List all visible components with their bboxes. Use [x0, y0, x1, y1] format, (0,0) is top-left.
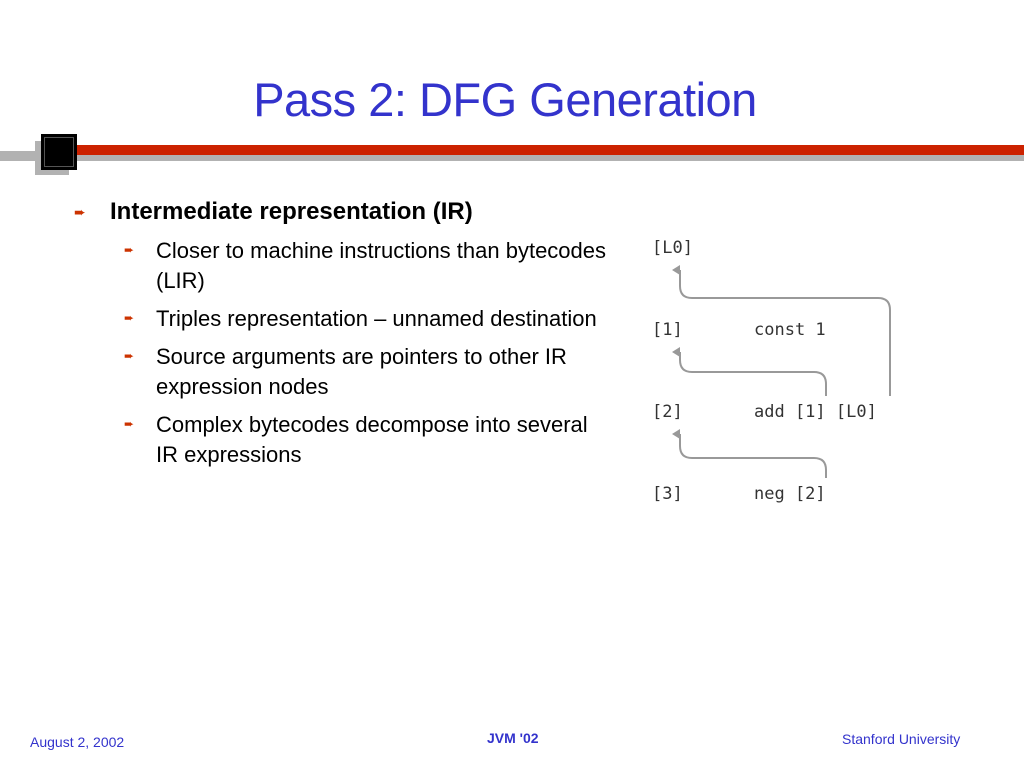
- sub-bullet-text: Triples representation – unnamed destina…: [156, 306, 597, 331]
- pointer-arrow-neg-2: [672, 429, 827, 478]
- sub-bullet-text: Source arguments are pointers to other I…: [156, 344, 567, 399]
- arrow-bullet-icon: ➨: [124, 349, 135, 363]
- ir-op-2: add [1] [L0]: [754, 402, 877, 422]
- ir-op-1: const 1: [754, 320, 826, 340]
- pointer-arrow-add-1: [672, 347, 827, 396]
- footer-org: Stanford University: [842, 731, 961, 747]
- bullet-text: Intermediate representation (IR): [110, 198, 473, 225]
- ir-label-L0: [L0]: [652, 238, 693, 258]
- decor-square: [41, 134, 77, 170]
- arrow-bullet-icon: ➨: [124, 311, 135, 325]
- footer-date: August 2, 2002: [30, 734, 125, 750]
- sub-bullet-text: Complex bytecodes decompose into several…: [156, 412, 588, 467]
- slide-title: Pass 2: DFG Generation: [253, 73, 757, 126]
- title-underline-bar: [47, 145, 1024, 155]
- sub-bullet-text: Closer to machine instructions than byte…: [156, 238, 607, 293]
- ir-label-2: [2]: [652, 402, 683, 422]
- ir-op-3: neg [2]: [754, 484, 826, 504]
- arrow-bullet-icon: ➨: [124, 417, 135, 431]
- ir-label-3: [3]: [652, 484, 683, 504]
- bullet-item: ➨ Intermediate representation (IR): [74, 196, 634, 228]
- sub-bullet-item: ➨ Triples representation – unnamed desti…: [74, 304, 606, 334]
- arrow-bullet-icon: ➨: [74, 205, 86, 221]
- footer-event: JVM '02: [487, 730, 539, 746]
- sub-bullet-item: ➨ Closer to machine instructions than by…: [74, 236, 606, 296]
- ir-label-1: [1]: [652, 320, 683, 340]
- sub-bullet-item: ➨ Source arguments are pointers to other…: [74, 342, 606, 402]
- arrow-bullet-icon: ➨: [124, 243, 135, 257]
- sub-bullet-item: ➨ Complex bytecodes decompose into sever…: [74, 410, 606, 470]
- title-underline-shadow: [0, 151, 1024, 161]
- bullet-list: ➨ Intermediate representation (IR) ➨ Clo…: [74, 196, 634, 470]
